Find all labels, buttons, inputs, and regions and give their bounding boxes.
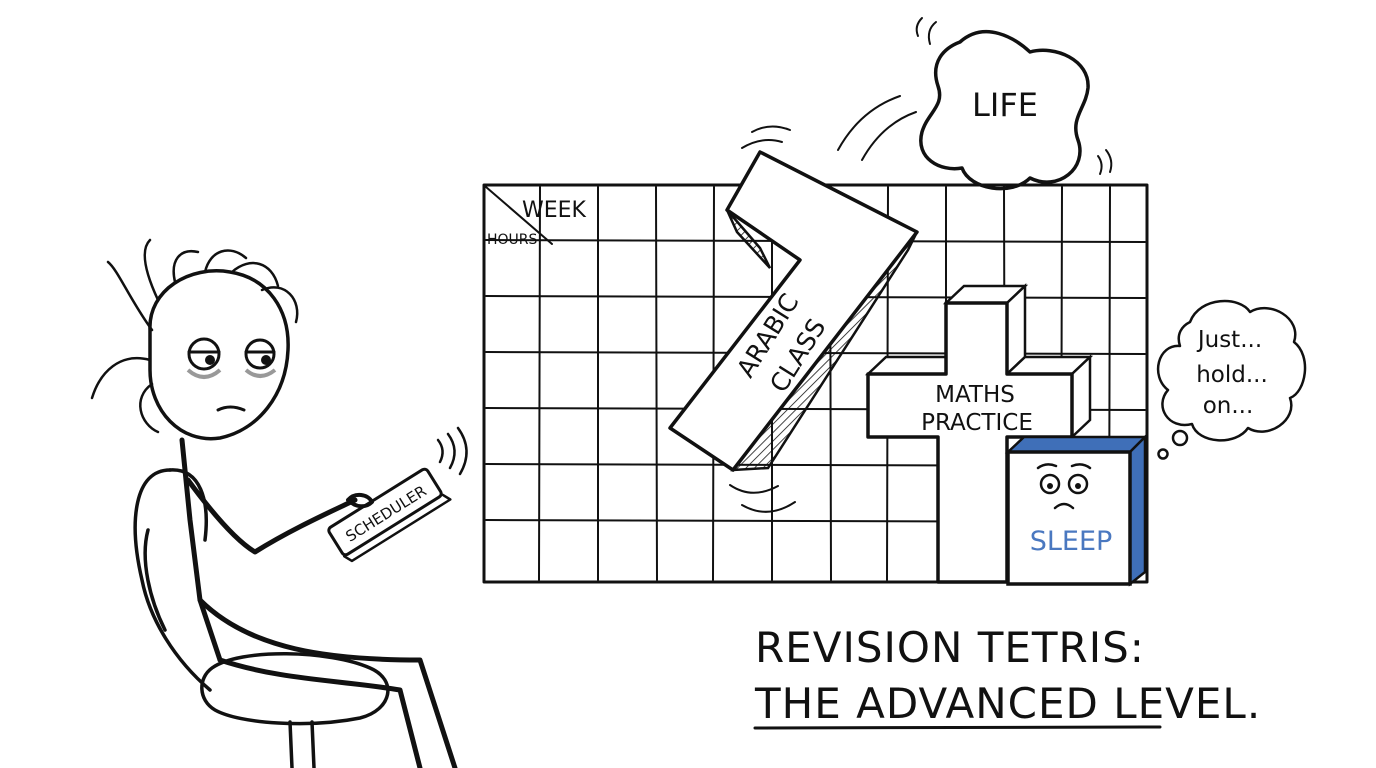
sleep-label: SLEEP	[1030, 526, 1113, 557]
title-line1: REVISION TETRIS:	[755, 623, 1145, 672]
thought-line3: on...	[1203, 393, 1254, 419]
grid-vertical-line	[655, 186, 658, 581]
scheduler-remote: SCHEDULER	[327, 467, 452, 563]
figure-head	[90, 238, 299, 441]
arabic-class-block: ARABIC CLASS	[668, 95, 919, 513]
maths-label-line1: MATHS	[935, 382, 1015, 408]
cartoon-title: REVISION TETRIS: THE ADVANCED LEVEL.	[753, 623, 1261, 730]
thought-line2: hold...	[1196, 362, 1268, 388]
thought-line1: Just...	[1196, 327, 1262, 353]
grid-vertical-line	[538, 186, 541, 581]
grid-header-hours: HOURS	[487, 232, 538, 248]
thought-bubble: Just... hold... on...	[1156, 299, 1307, 460]
sleep-worried-face	[1036, 463, 1092, 510]
grid-header-week: WEEK	[522, 198, 587, 223]
life-cloud: LIFE	[915, 17, 1113, 191]
stick-figure: SCHEDULER	[90, 238, 468, 768]
chair	[133, 468, 390, 768]
maths-practice-block: MATHS PRACTICE	[864, 283, 1094, 584]
maths-label-line2: PRACTICE	[921, 410, 1033, 436]
life-label: LIFE	[972, 86, 1038, 124]
grid-header-diagonal	[485, 186, 553, 245]
title-line2: THE ADVANCED LEVEL.	[754, 679, 1261, 728]
sleep-block: SLEEP	[1004, 433, 1149, 587]
title-underline	[753, 725, 1162, 730]
